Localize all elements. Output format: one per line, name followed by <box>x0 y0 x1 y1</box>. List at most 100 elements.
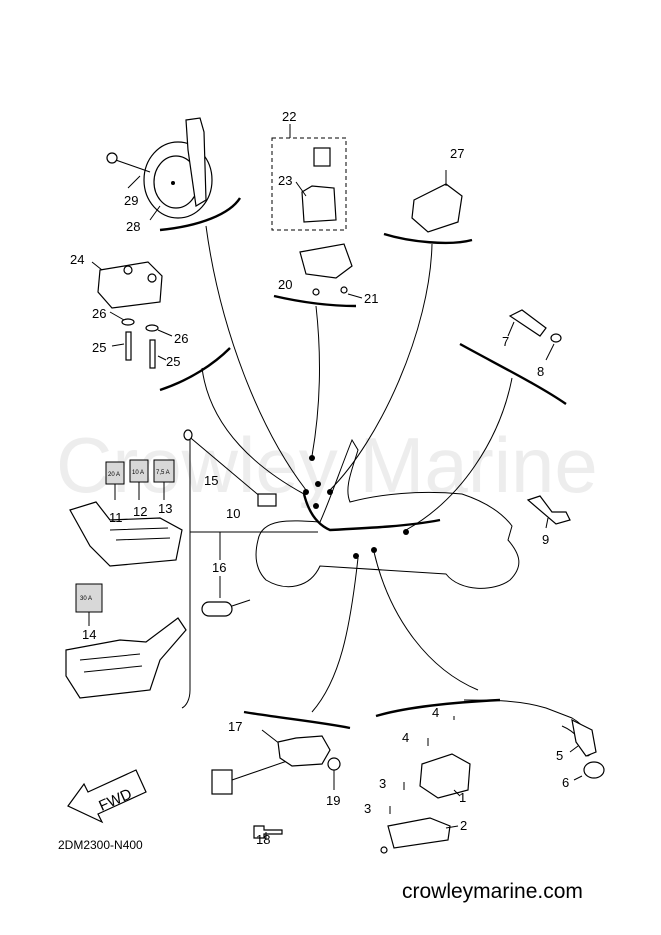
leader-27-to-vehicle <box>329 243 433 491</box>
sensor-15-group <box>183 429 277 507</box>
group-frame-sensor <box>459 342 567 405</box>
mount-dot-4 <box>327 489 333 495</box>
callout-5: 5 <box>556 748 563 763</box>
horn-group <box>106 117 242 232</box>
callout-16: 16 <box>212 560 226 575</box>
ignition-group <box>211 710 351 840</box>
leader-2 <box>445 825 459 829</box>
fuse-box-slots <box>109 527 171 541</box>
callout-3b: 3 <box>364 801 371 816</box>
connector-17 <box>211 769 233 795</box>
bolt-25a <box>125 331 132 361</box>
bolt-25b <box>149 339 156 369</box>
mount-dot-6 <box>403 529 409 535</box>
screw-21b <box>340 286 348 294</box>
relay-23 <box>301 185 337 223</box>
diagram-code: 2DM2300-N400 <box>58 838 143 852</box>
mount-dot-5 <box>313 503 319 509</box>
callout-26a: 26 <box>92 306 106 321</box>
mount-dot-8 <box>371 547 377 553</box>
callout-17: 17 <box>228 719 242 734</box>
sensor-15-connector <box>257 493 277 507</box>
leader-28 <box>149 205 161 221</box>
callout-23: 23 <box>278 173 292 188</box>
callout-10: 10 <box>226 506 240 521</box>
fuse-14-label: 30 A <box>80 596 92 602</box>
mount-dot-1 <box>309 455 315 461</box>
bolt-18 <box>253 825 283 839</box>
leader-23 <box>295 181 307 197</box>
fuse-box <box>69 501 183 567</box>
horn-bracket <box>185 117 207 207</box>
callout-15: 15 <box>204 473 218 488</box>
callout-28: 28 <box>126 219 140 234</box>
mount-dot-7 <box>353 553 359 559</box>
callout-21: 21 <box>364 291 378 306</box>
bracket-hole <box>380 846 388 854</box>
leader-17 <box>261 729 281 745</box>
fuse-13-label: 7,5 A <box>156 470 170 476</box>
screw-21a <box>312 288 320 296</box>
sensor-7 <box>508 309 547 337</box>
bracket-9 <box>526 495 571 525</box>
callout-7: 7 <box>502 334 509 349</box>
leader-9 <box>545 517 549 529</box>
leader-5 <box>569 745 579 753</box>
leader-26b <box>157 329 173 337</box>
callout-25a: 25 <box>92 340 106 355</box>
callout-27: 27 <box>450 146 464 161</box>
callout-6: 6 <box>562 775 569 790</box>
fuse-section-bracket <box>181 430 191 709</box>
mount-dot-3 <box>315 481 321 487</box>
sensor-15-cable <box>185 433 263 499</box>
callout-18: 18 <box>256 832 270 847</box>
sensor-15-tip <box>183 429 193 441</box>
fwd-arrow: FWD <box>67 769 147 824</box>
callout-19: 19 <box>326 793 340 808</box>
callout-numbers: 1 2 3 3 4 4 5 6 7 8 9 10 11 12 13 14 15 … <box>70 109 569 847</box>
fuse-leaders <box>114 482 165 500</box>
leader-25b <box>157 355 167 361</box>
cover-6 <box>583 761 605 779</box>
callout-29: 29 <box>124 193 138 208</box>
leader-relay24-to-vehicle <box>201 367 305 495</box>
washer-8 <box>550 333 562 343</box>
callout-20: 20 <box>278 277 292 292</box>
callout-9: 9 <box>542 532 549 547</box>
part-27-group <box>383 170 473 245</box>
fuse-11-label: 20 A <box>108 472 120 478</box>
callout-26b: 26 <box>174 331 188 346</box>
leader-1 <box>453 789 461 797</box>
mount-dot-2 <box>303 489 309 495</box>
callout-14: 14 <box>82 627 96 642</box>
leader-29 <box>127 175 141 189</box>
fwd-arrow-shape <box>67 769 147 824</box>
leader-relay-to-vehicle <box>311 305 320 457</box>
ignition-coil-1 <box>419 753 471 799</box>
nut-19 <box>327 757 341 771</box>
callout-25b: 25 <box>166 354 180 369</box>
callout-8: 8 <box>537 364 544 379</box>
leader-25a <box>111 343 125 347</box>
callout-24: 24 <box>70 252 84 267</box>
site-name: crowleymarine.com <box>402 880 583 903</box>
horn-center <box>171 181 175 185</box>
component-16-group <box>201 576 251 617</box>
bracket-2 <box>387 817 451 849</box>
callout-22: 22 <box>282 109 296 124</box>
leader-24 <box>91 261 103 271</box>
callout-1: 1 <box>459 790 466 805</box>
group-frame-relay24 <box>159 347 231 392</box>
component-17 <box>277 735 331 767</box>
callout-12: 12 <box>133 504 147 519</box>
sensor-group <box>459 309 567 405</box>
leader-horn-to-vehicle <box>205 225 307 491</box>
starter-relay-group <box>91 261 231 392</box>
group-frame-1 <box>375 698 501 718</box>
washer-26b <box>145 324 159 332</box>
fuse-box-group: 20 A 10 A 7,5 A <box>69 459 183 567</box>
group-frame-horn <box>159 197 242 232</box>
coil-group <box>375 698 605 854</box>
